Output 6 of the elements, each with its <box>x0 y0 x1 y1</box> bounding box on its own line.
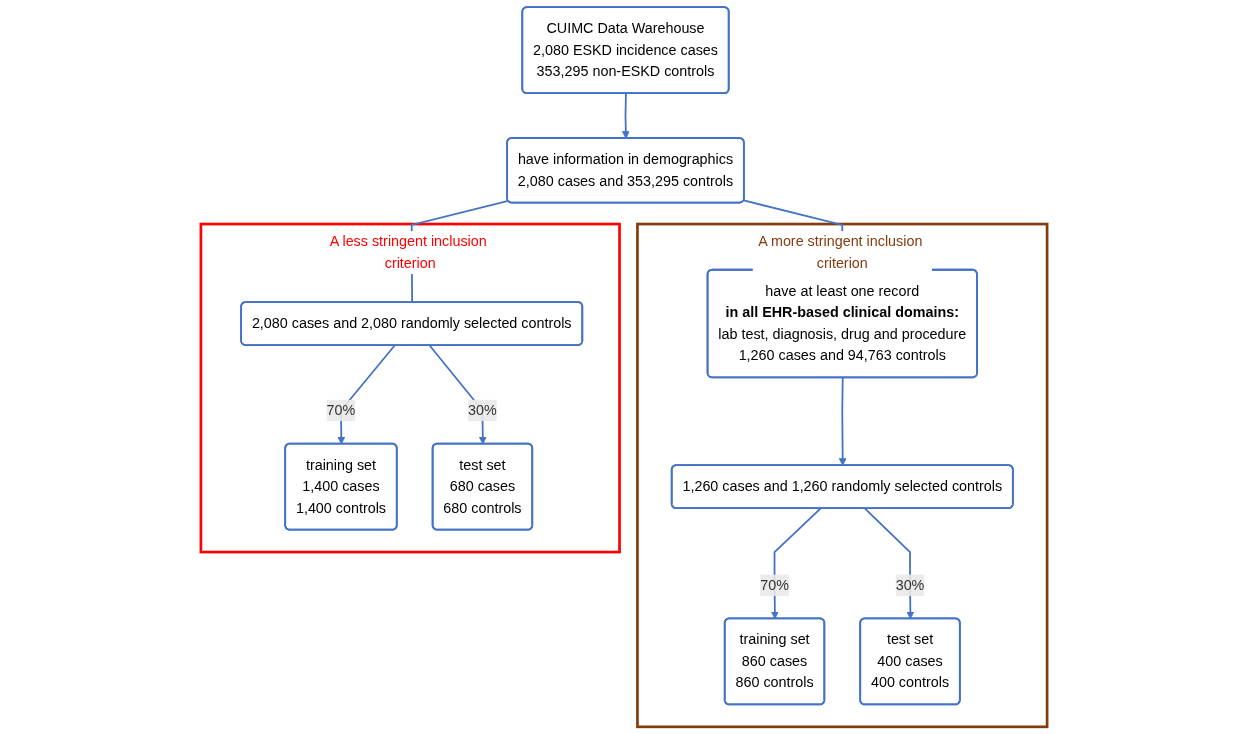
edge-label: 70% <box>326 402 356 418</box>
edge-label: 70% <box>760 577 789 593</box>
edge-label: 30% <box>468 402 497 418</box>
arrow <box>838 376 847 466</box>
edge-label: 30% <box>895 577 925 593</box>
arrow <box>621 92 630 139</box>
